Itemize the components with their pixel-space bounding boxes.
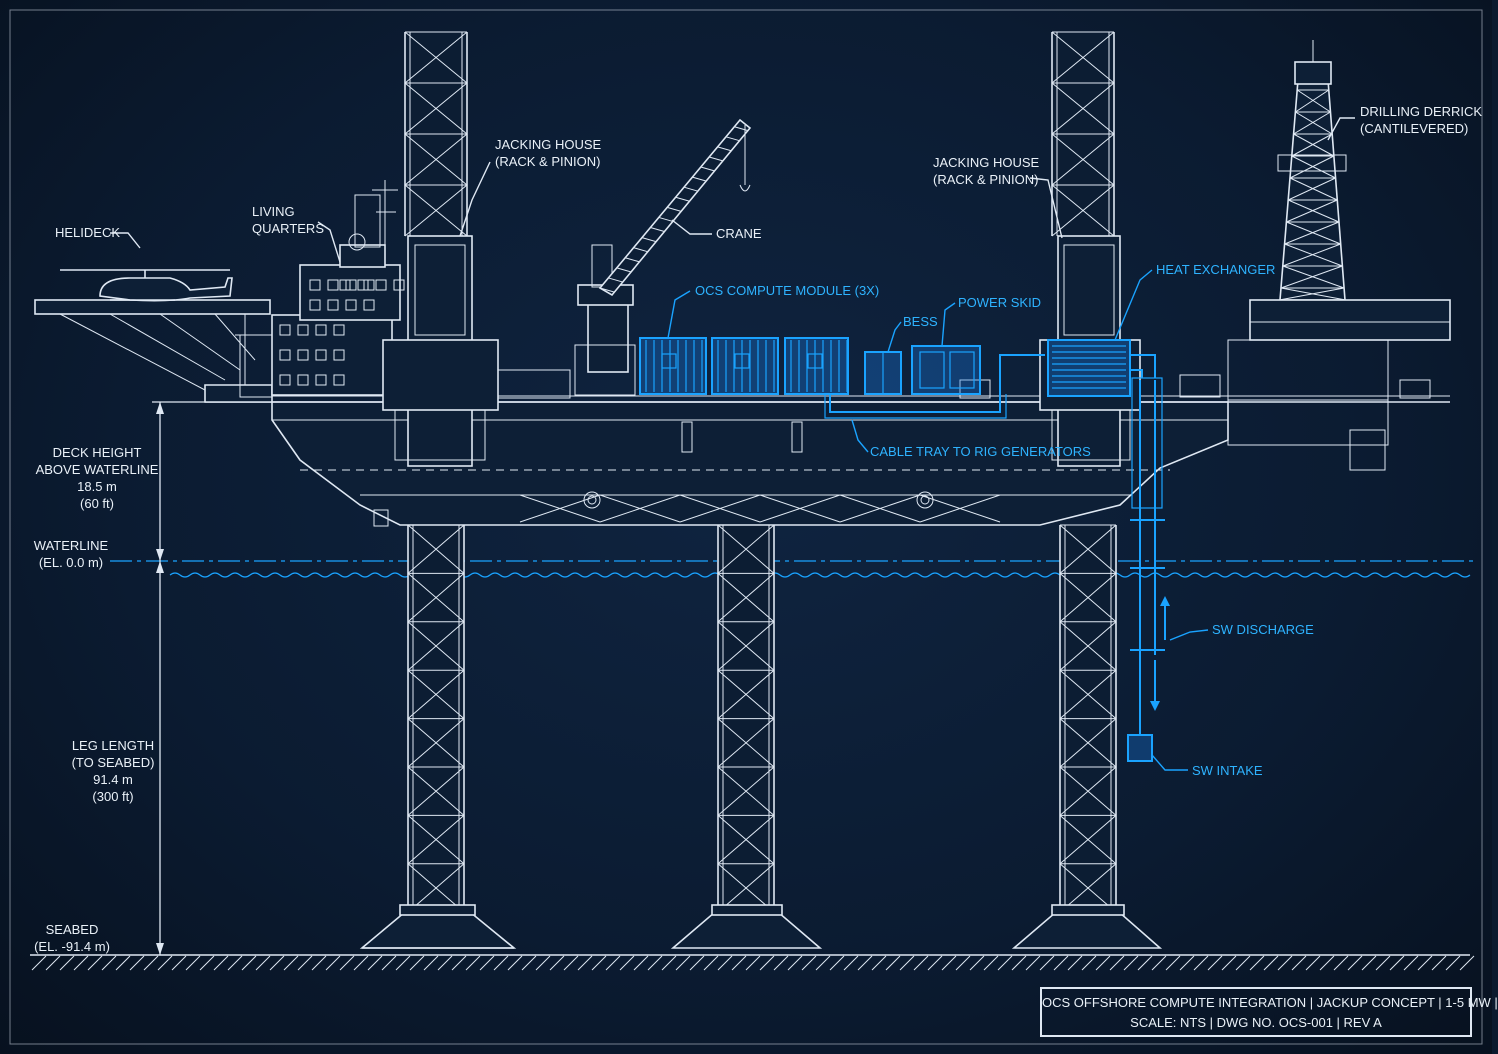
sw-intake-arrow [1150, 660, 1160, 711]
cooling-piping [999, 354, 1165, 762]
ocs-compute-module-1 [639, 337, 707, 395]
deck-machinery [479, 369, 1431, 399]
jacking-house-left [382, 235, 499, 467]
sheet-border [9, 9, 1483, 1045]
leader-lines [110, 117, 1355, 771]
drilling-derrick [1227, 40, 1451, 471]
label-cable-tray: CABLE TRAY TO RIG GENERATORS [870, 444, 1091, 459]
label-drilling-derrick-1: DRILLING DERRICK [1360, 104, 1482, 119]
leg-center-lower [717, 524, 775, 913]
dim-leg-length-2: (TO SEABED) [72, 755, 155, 770]
label-helideck: HELIDECK [55, 225, 120, 240]
dim-leg-length-3: 91.4 m [93, 772, 133, 787]
title-line-2: SCALE: NTS | DWG NO. OCS-001 | REV A [1130, 1015, 1382, 1030]
dim-leg-length-1: LEG LENGTH [72, 738, 154, 753]
dimension-leg-length [156, 561, 164, 955]
seabed [30, 954, 1475, 971]
label-sw-intake: SW INTAKE [1192, 763, 1263, 778]
leg-left-lower [407, 524, 465, 913]
jackup-legs [404, 31, 1117, 913]
dim-deck-height-1: DECK HEIGHT [53, 445, 142, 460]
label-drilling-derrick-2: (CANTILEVERED) [1360, 121, 1468, 136]
bess-unit [864, 351, 902, 395]
spud-can-center [670, 904, 823, 949]
leg-right-upper [1051, 31, 1115, 237]
heat-exchanger [1047, 339, 1131, 397]
dim-leg-length-4: (300 ft) [92, 789, 133, 804]
waterline [110, 560, 1475, 578]
label-living-quarters-1: LIVING [252, 204, 295, 219]
ocs-compute-module-3 [784, 337, 849, 395]
crane [574, 118, 752, 396]
title-block: OCS OFFSHORE COMPUTE INTEGRATION | JACKU… [1040, 987, 1498, 1037]
dim-waterline-2: (EL. 0.0 m) [39, 555, 103, 570]
dim-deck-height-2: ABOVE WATERLINE [36, 462, 159, 477]
helideck [34, 299, 273, 403]
dim-seabed-1: SEABED [46, 922, 99, 937]
label-jacking-house-right-2: (RACK & PINION) [933, 172, 1038, 187]
title-line-1: OCS OFFSHORE COMPUTE INTEGRATION | JACKU… [1042, 995, 1498, 1010]
living-quarters [235, 180, 405, 398]
power-skid [911, 345, 981, 395]
spud-can-right [1011, 904, 1163, 949]
label-living-quarters-2: QUARTERS [252, 221, 324, 236]
dim-waterline-1: WATERLINE [34, 538, 109, 553]
spud-can-left [359, 904, 517, 949]
label-heat-exchanger: HEAT EXCHANGER [1156, 262, 1275, 277]
label-jacking-house-left-1: JACKING HOUSE [495, 137, 602, 152]
label-jacking-house-right-1: JACKING HOUSE [933, 155, 1040, 170]
dimension-deck-height [152, 401, 205, 561]
helicopter [60, 269, 233, 302]
dim-deck-height-4: (60 ft) [80, 496, 114, 511]
sw-discharge-arrow [1160, 596, 1170, 640]
label-sw-discharge: SW DISCHARGE [1212, 622, 1314, 637]
ocs-compute-module-2 [711, 337, 779, 395]
dim-seabed-2: (EL. -91.4 m) [34, 939, 110, 954]
label-ocs-compute-module: OCS COMPUTE MODULE (3X) [695, 283, 879, 298]
leg-left-upper [404, 31, 468, 237]
label-crane: CRANE [716, 226, 762, 241]
leg-right-lower [1059, 524, 1117, 913]
label-bess: BESS [903, 314, 938, 329]
label-jacking-house-left-2: (RACK & PINION) [495, 154, 600, 169]
cable-tray [824, 394, 1007, 419]
label-power-skid: POWER SKID [958, 295, 1041, 310]
dim-deck-height-3: 18.5 m [77, 479, 117, 494]
